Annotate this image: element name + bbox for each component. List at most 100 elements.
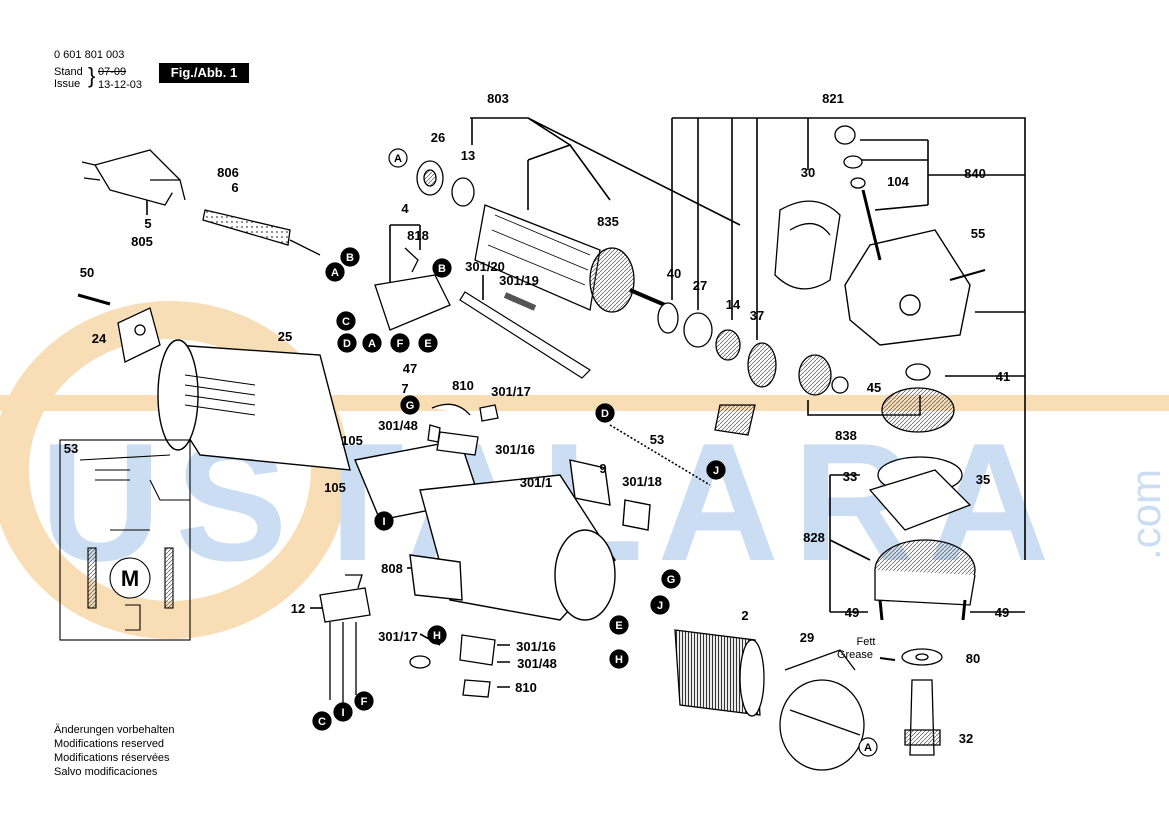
- label-14: 14: [726, 297, 741, 312]
- label-6: 6: [231, 180, 238, 195]
- footer-line: Änderungen vorbehalten: [54, 724, 175, 736]
- leader-lines: [146, 117, 1026, 688]
- label-55: 55: [971, 226, 985, 241]
- stator-2: [674, 629, 765, 717]
- label-80: 80: [966, 651, 980, 666]
- connector-marker-letter: F: [361, 696, 368, 708]
- brush-holder-4: [374, 247, 451, 331]
- connector-marker-circle: [858, 737, 878, 757]
- label-803: 803: [487, 91, 509, 106]
- label-5: 5: [144, 216, 151, 231]
- label-821: 821: [822, 91, 844, 106]
- label-47: 47: [403, 361, 417, 376]
- connector-marker-letter: A: [864, 742, 872, 754]
- footer-line: Modifications réservées: [54, 752, 170, 764]
- label-840: 840: [964, 166, 986, 181]
- connector-marker-letter: E: [424, 338, 431, 350]
- connector-marker-circle: [325, 262, 345, 282]
- connector-marker-letter: B: [438, 263, 446, 275]
- connector-marker-circle: [388, 148, 408, 168]
- label-32: 32: [959, 731, 973, 746]
- mounting-tab-24: [77, 293, 161, 363]
- connector-marker-circle: [706, 460, 726, 480]
- footer-line: Salvo modificaciones: [54, 766, 158, 778]
- connector-marker-circle: [432, 258, 452, 278]
- label-2: 2: [741, 608, 748, 623]
- connector-marker-letter: C: [342, 316, 350, 328]
- connector-marker-circle: [400, 395, 420, 415]
- plug-body: [94, 149, 181, 206]
- connector-marker-letter: H: [615, 654, 623, 666]
- label-835: 835: [597, 214, 619, 229]
- connector-marker-circle: [609, 615, 629, 635]
- label-30: 30: [801, 165, 815, 180]
- bracket-glyph: }: [88, 63, 96, 88]
- label-24: 24: [92, 331, 107, 346]
- motor-housing-25: [157, 339, 351, 471]
- label-13: 13: [461, 148, 475, 163]
- label-40: 40: [667, 266, 681, 281]
- cord-wire: [289, 239, 321, 256]
- label-818: 818: [407, 228, 429, 243]
- connector-marker-circle: [362, 333, 382, 353]
- label-35: 35: [976, 472, 990, 487]
- label-828: 828: [803, 530, 825, 545]
- stand-label: Stand: [54, 66, 83, 78]
- label-26: 26: [431, 130, 445, 145]
- label-810a: 810: [452, 378, 474, 393]
- footer-notes: Änderungen vorbehalten Modifications res…: [54, 723, 174, 779]
- label-301-17a: 301/17: [491, 384, 531, 399]
- connector-marker-letter: E: [615, 620, 622, 632]
- label-301-16a: 301/16: [495, 442, 535, 457]
- label-27: 27: [693, 278, 707, 293]
- connector-marker-letter: C: [318, 716, 326, 728]
- connector-marker-letter: H: [433, 630, 441, 642]
- electronics-12: [319, 574, 371, 705]
- connector-marker-circle: [354, 691, 374, 711]
- label-104: 104: [887, 174, 909, 189]
- label-49b: 49: [995, 605, 1009, 620]
- figure-label: Fig./Abb. 1: [159, 63, 249, 83]
- label-49a: 49: [845, 605, 859, 620]
- connector-marker-circle: [609, 649, 629, 669]
- label-45: 45: [867, 380, 881, 395]
- watermark-suffix: .com: [1122, 469, 1169, 560]
- gear-housing: [844, 189, 986, 346]
- switch-and-case: [354, 439, 651, 621]
- label-53a: 53: [650, 432, 664, 447]
- gear-set-838: [714, 354, 955, 436]
- connector-marker-letter: F: [397, 338, 404, 350]
- label-805: 805: [131, 234, 153, 249]
- spindle-lock-parts: [834, 125, 866, 189]
- label-9: 9: [599, 461, 606, 476]
- part-number: 0 601 801 003: [54, 49, 125, 61]
- cord-sleeve: [202, 209, 291, 246]
- label-838: 838: [835, 428, 857, 443]
- plug-strain: [150, 179, 186, 201]
- part-labels: 803 821 26 13 806 6 30 104 840 4 818 835…: [64, 91, 1010, 746]
- connector-marker-letter: B: [346, 252, 354, 264]
- label-301-18: 301/18: [622, 474, 662, 489]
- brush-spring-group: [409, 403, 499, 698]
- connector-marker-circle: [374, 511, 394, 531]
- label-301-17b: 301/17: [378, 629, 418, 644]
- label-806: 806: [217, 165, 239, 180]
- stand-date: 07-09: [98, 66, 127, 78]
- label-53b: 53: [64, 441, 78, 456]
- grease-line1: Fett: [857, 636, 876, 648]
- motor-symbol: M: [121, 566, 139, 591]
- label-50: 50: [80, 265, 94, 280]
- label-301-20: 301/20: [465, 259, 505, 274]
- label-301-48b: 301/48: [517, 656, 557, 671]
- watermark-ring: [0, 301, 349, 639]
- connector-marker-letter: G: [667, 574, 676, 586]
- flange-828: [868, 456, 976, 621]
- grease-note: Fett Grease: [837, 636, 876, 661]
- label-105a: 105: [341, 433, 363, 448]
- brush-block: [714, 404, 756, 436]
- label-25: 25: [278, 329, 292, 344]
- cap-29: [779, 649, 865, 771]
- label-105b: 105: [324, 480, 346, 495]
